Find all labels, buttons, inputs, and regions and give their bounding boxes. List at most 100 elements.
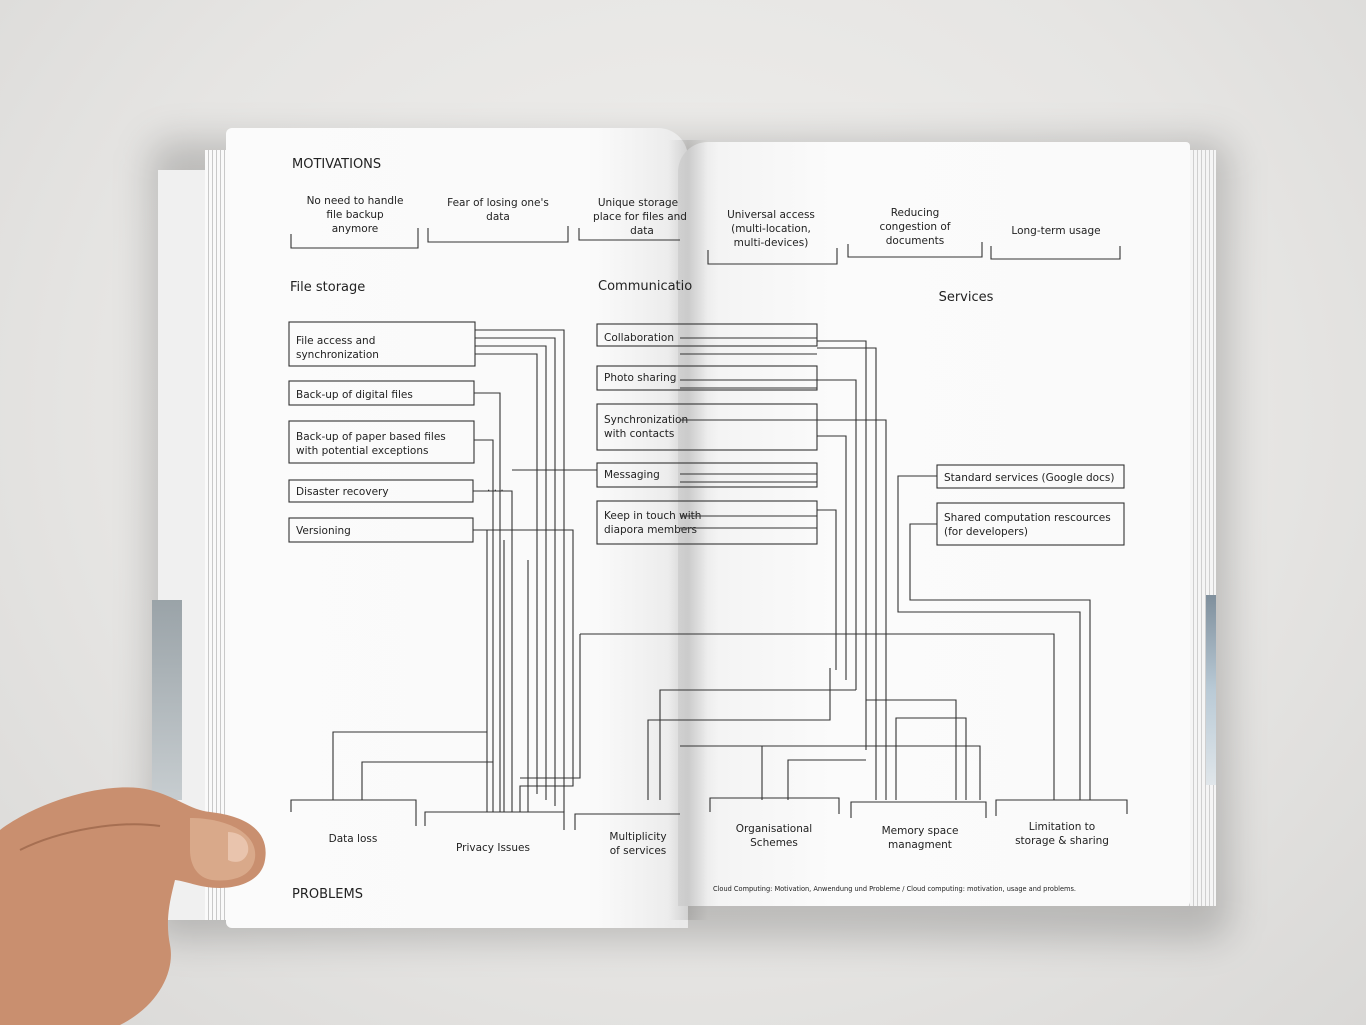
connector [817, 347, 877, 800]
right-motivation-1: Universal access (multi-location, multi-… [707, 209, 838, 265]
right-motivation-1-line-3: multi-devices) [734, 237, 809, 249]
connector [680, 689, 957, 800]
hand-shape [0, 787, 266, 1025]
connector-dots: · · · [487, 485, 504, 497]
communication-item-3-line-2: with contacts [604, 428, 674, 440]
left-motivation-1-line-1: No need to handle [307, 195, 404, 207]
box [288, 420, 475, 464]
services-item-2-line-1: Shared computation rescources [944, 512, 1111, 524]
connector [817, 509, 837, 670]
left-motivation-3: Unique storage place for files and data [578, 197, 687, 241]
file-storage-item-2-line-1: Back-up of digital files [296, 389, 413, 401]
communication-item-2-line-1: Photo sharing [604, 372, 676, 384]
right-problem-3-line-2: storage & sharing [1015, 835, 1109, 847]
box [288, 321, 476, 367]
left-motivation-1-line-2: file backup [326, 209, 384, 221]
connector [817, 419, 887, 800]
left-motivation-1-line-3: anymore [332, 223, 379, 235]
right-connectors [680, 337, 1091, 800]
file-storage-item-3-line-2: with potential exceptions [296, 445, 428, 457]
left-motivation-1: No need to handle file backup anymore [290, 195, 419, 249]
file-storage-item-4: Disaster recovery [288, 479, 474, 503]
bracket [990, 246, 1121, 260]
connector [474, 392, 501, 812]
hand [0, 787, 266, 1025]
communication-item-3: Synchronization with contacts [596, 403, 818, 451]
right-problem-2: Memory space managment [850, 801, 987, 851]
motivations-heading: MOTIVATIONS [292, 157, 381, 172]
right-problem-2-line-1: Memory space [882, 825, 959, 837]
bracket [850, 801, 987, 818]
connector [520, 634, 581, 779]
connector [897, 475, 1081, 800]
bracket [574, 813, 680, 830]
problems-heading: PROBLEMS [292, 887, 363, 902]
connector [680, 633, 1055, 800]
left-page [226, 128, 688, 928]
communication-item-1-line-1: Collaboration [604, 332, 674, 344]
left-motivation-2: Fear of losing one's data [427, 197, 569, 243]
right-motivation-3: Long-term usage [990, 225, 1121, 260]
connector [817, 340, 867, 750]
right-problem-3-line-1: Limitation to [1029, 821, 1095, 833]
communication-heading: Communicatio [598, 279, 692, 294]
communication-item-2: Photo sharing [596, 365, 818, 391]
left-motivation-3-line-3: data [630, 225, 654, 237]
right-motivation-2-line-3: documents [886, 235, 944, 247]
connector [680, 668, 831, 721]
connector [475, 353, 538, 794]
file-storage-item-1: File access and synchronization [288, 321, 476, 367]
connector [817, 435, 847, 680]
bracket [995, 799, 1128, 816]
bracket [290, 799, 417, 826]
file-storage-item-2: Back-up of digital files [288, 380, 475, 406]
file-storage-item-3-line-1: Back-up of paper based files [296, 431, 446, 443]
file-storage-item-5: Versioning [288, 517, 474, 543]
communication-item-4-line-1: Messaging [604, 469, 660, 481]
right-problem-1: Organisational Schemes [709, 797, 840, 849]
left-motivation-2-line-2: data [486, 211, 510, 223]
file-storage-item-3: Back-up of paper based files with potent… [288, 420, 475, 464]
left-problem-2: Privacy Issues [424, 811, 565, 854]
communication-item-4: Messaging [596, 462, 818, 488]
right-cover-stripe [1206, 595, 1216, 785]
left-problem-1-line-1: Data loss [329, 833, 378, 845]
left-problem-2-line-1: Privacy Issues [456, 842, 530, 854]
file-storage-item-5-line-1: Versioning [296, 525, 351, 537]
connector [909, 523, 1091, 800]
connector [332, 731, 487, 800]
file-storage-item-4-line-1: Disaster recovery [296, 486, 389, 498]
right-motivation-1-line-2: (multi-location, [731, 223, 811, 235]
page-edges-left [205, 150, 230, 920]
left-motivation-3-line-1: Unique storage [598, 197, 678, 209]
file-storage-item-1-line-2: synchronization [296, 349, 379, 361]
communication-item-3-line-1: Synchronization [604, 414, 688, 426]
file-storage-item-1-line-1: File access and [296, 335, 375, 347]
right-motivation-3-line-1: Long-term usage [1011, 225, 1100, 237]
connector [895, 717, 967, 800]
left-motivation-2-line-1: Fear of losing one's [447, 197, 549, 209]
bracket [709, 797, 840, 814]
bracket [578, 228, 680, 241]
right-problem-2-line-2: managment [888, 839, 952, 851]
connector [475, 337, 556, 806]
left-problem-3-line-1: Multiplicity [609, 831, 666, 843]
file-storage-heading: File storage [290, 280, 365, 295]
knuckle-crease [19, 823, 161, 851]
thumb [190, 818, 256, 881]
box [596, 500, 818, 545]
right-motivation-2-line-2: congestion of [879, 221, 950, 233]
right-motivation-2-line-1: Reducing [891, 207, 940, 219]
bracket [290, 228, 419, 249]
bracket [707, 248, 838, 265]
left-motivation-3-line-2: place for files and [593, 211, 687, 223]
right-motivation-2: Reducing congestion of documents [847, 207, 983, 258]
bracket [847, 242, 983, 258]
right-problem-1-line-1: Organisational [736, 823, 812, 835]
services-item-2-line-2: (for developers) [944, 526, 1028, 538]
right-problem-1-line-2: Schemes [750, 837, 798, 849]
box [936, 502, 1125, 546]
connector [475, 329, 565, 812]
communication-item-5: Keep in touch with diapora members [596, 500, 818, 545]
bracket [424, 811, 565, 830]
